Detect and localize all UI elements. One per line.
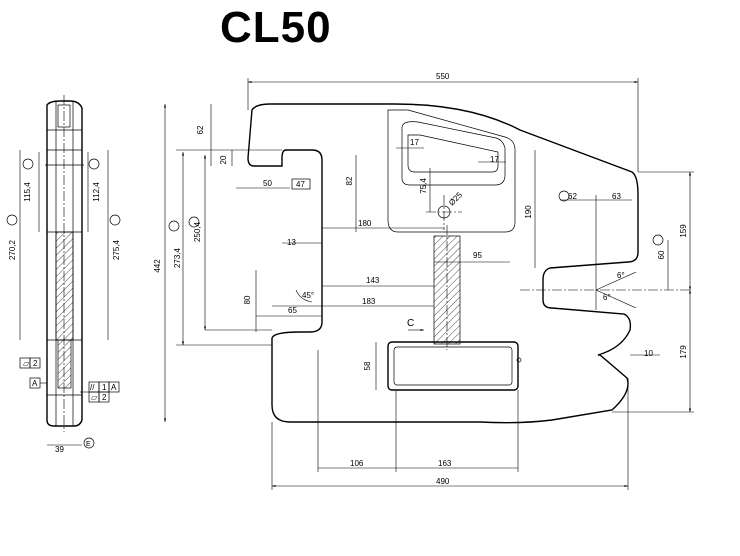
dim-275-4: 275,4 [112,239,121,260]
fcf-flat2-symbol: ▱ [91,393,98,402]
datum-a-label: A [32,379,38,388]
dim-106: 106 [350,459,364,468]
datum-e-label-side: E [86,441,91,448]
side-view: 115,4 112,4 270,2 275,4 ▱ 2 A // 1 A ▱ 2… [6,95,121,454]
dim-163: 163 [438,459,452,468]
dim-115-4: 115,4 [23,182,32,202]
fcf-par-datum: A [111,383,117,392]
fcf-par-datum-box [108,381,120,393]
dim-50: 50 [263,179,272,188]
dim-270-2: 270,2 [8,239,17,260]
dim-180: 180 [358,219,372,228]
dim-112-4: 112,4 [92,182,101,202]
dim-47: 47 [296,180,305,189]
datum-circle-main-left [168,220,180,232]
side-datum-circle-far-left [6,214,18,226]
angle-line-upper [595,271,637,291]
fcf-value-box [29,357,41,369]
dim-490: 490 [436,477,450,486]
dim-442: 442 [153,259,162,273]
main-outline [247,103,639,424]
dim-20: 20 [219,155,228,164]
dim-60: 60 [657,250,666,259]
drawing-title: CL50 [220,3,332,52]
dim-75-4: 75,4 [419,178,428,194]
dim-179: 179 [679,345,688,359]
dim-82: 82 [345,176,354,185]
dim-d25: Ø25 [447,190,464,207]
dim-6deg-upper: 6° [617,271,625,280]
dim-95: 95 [473,251,482,260]
dim-159: 159 [679,224,688,238]
fcf-flat2-value: 2 [102,393,107,402]
dim-250-4: 250,4 [193,221,202,242]
dim-273-4: 273,4 [173,247,182,268]
side-datum-circle-left [22,158,34,170]
dim-45deg: 45° [302,291,314,300]
section-c-label: C [407,318,414,329]
fcf-flatness-symbol: ▱ [23,359,30,368]
side-top-slot [57,104,71,128]
upper-slot [387,109,516,233]
fcf-flat2-val-box [98,391,110,403]
datum-e-circle-side [83,437,95,449]
dim-80: 80 [243,295,252,304]
side-hatched-section [55,231,74,341]
dim-13: 13 [287,238,296,247]
pad-screw-hole [516,357,522,363]
dim-65: 65 [288,306,297,315]
dim-190: 190 [524,205,533,219]
side-hatched-lower [57,339,72,389]
datum-circle-main-e [188,216,200,228]
upper-slot-inner2 [407,134,499,173]
upper-slot-inner [401,121,506,186]
dim-183: 183 [362,297,376,306]
dim-17b: 17 [490,155,499,164]
fcf-par-value: 1 [102,383,107,392]
side-datum-circle-far-right [109,214,121,226]
dim-58: 58 [363,361,372,370]
main-view: 550 442 273,4 250,4 62 20 50 47 82 17 17… [153,72,694,490]
dim-62: 62 [196,125,205,134]
datum-circle-right-top [558,190,570,202]
dim-17a: 17 [410,138,419,147]
fcf-parallel-symbol: // [90,383,95,392]
dim-63: 63 [612,192,621,201]
dim-62-right: 62 [568,192,577,201]
datum-circle-right [652,234,664,246]
angle-line-lower [595,289,637,309]
dim-550: 550 [436,72,450,81]
side-datum-circle-right [88,158,100,170]
dim-10: 10 [644,349,653,358]
angle-arc-45 [295,289,313,303]
dim-39: 39 [55,445,64,454]
dim-6deg-lower: 6° [603,293,611,302]
clamp-pad [387,341,519,391]
clamp-pad-inner [393,346,513,386]
fcf-value-2: 2 [33,359,38,368]
dim-143: 143 [366,276,380,285]
dim-47-box [291,178,311,190]
